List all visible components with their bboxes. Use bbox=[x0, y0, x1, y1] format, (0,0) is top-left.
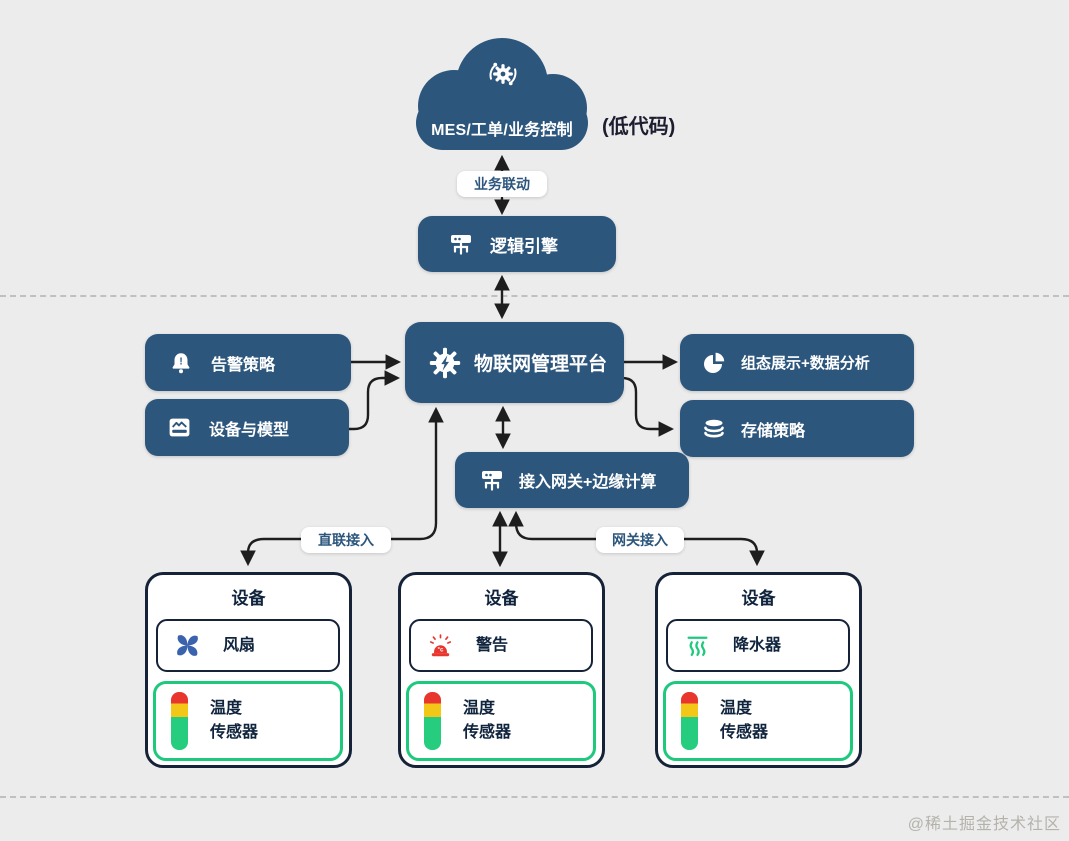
gateway-access-label: 网关接入 bbox=[596, 527, 684, 553]
temp-sensor-icon bbox=[424, 692, 441, 750]
cloud-shape bbox=[416, 38, 588, 150]
watermark: @稀土掘金技术社区 bbox=[907, 816, 1061, 833]
dashboard-analytics-label: 组态展示+数据分析 bbox=[741, 355, 870, 372]
hub-icon bbox=[451, 235, 471, 255]
temp-sensor-label: 温度 传感器 bbox=[463, 700, 512, 741]
access-gateway-label: 接入网关+边缘计算 bbox=[519, 474, 657, 491]
logic-engine-node: 逻辑引擎 bbox=[418, 216, 616, 272]
automation-gear-icon bbox=[489, 62, 517, 86]
device-card-title: 设备 bbox=[231, 589, 266, 608]
temp-sensor-icon bbox=[171, 692, 188, 750]
alarm-label: 警告 bbox=[476, 636, 509, 654]
iot-platform-label: 物联网管理平台 bbox=[474, 354, 608, 375]
temp-sensor-label: 温度 传感器 bbox=[210, 700, 259, 741]
fan-icon bbox=[177, 635, 198, 656]
device-item-alarm: °c 警告 bbox=[409, 619, 593, 672]
gear-icon bbox=[429, 347, 461, 378]
svg-text:!: ! bbox=[179, 356, 182, 367]
temp-sensor-icon bbox=[681, 692, 698, 750]
device-card-title: 设备 bbox=[741, 589, 776, 608]
device-card-2: 设备 °c 警告 温度 传感器 bbox=[398, 572, 605, 768]
business-link-label: 业务联动 bbox=[457, 171, 547, 197]
svg-text:°c: °c bbox=[438, 646, 444, 653]
database-icon bbox=[704, 419, 724, 437]
device-item-temp-sensor: 温度 传感器 bbox=[153, 681, 343, 761]
upper-dashed-divider bbox=[0, 295, 1069, 297]
iot-platform-node: 物联网管理平台 bbox=[405, 322, 624, 403]
hub-icon bbox=[482, 471, 502, 491]
storage-policy-node: 存储策略 bbox=[680, 400, 914, 457]
low-code-note: (低代码) bbox=[602, 116, 676, 138]
device-card-3: 设备 降水器 温度 传感器 bbox=[655, 572, 862, 768]
alert-policy-label: 告警策略 bbox=[211, 356, 276, 374]
device-item-temp-sensor: 温度 传感器 bbox=[406, 681, 596, 761]
direct-access-label: 直联接入 bbox=[301, 527, 391, 553]
lower-dashed-divider bbox=[0, 796, 1069, 798]
temp-sensor-label: 温度 传感器 bbox=[720, 700, 769, 741]
device-card-title: 设备 bbox=[484, 589, 519, 608]
device-item-fan: 风扇 bbox=[156, 619, 340, 672]
sprinkler-label: 降水器 bbox=[733, 636, 782, 654]
dashboard-analytics-node: 组态展示+数据分析 bbox=[680, 334, 914, 391]
device-model-node: 设备与模型 bbox=[145, 399, 349, 456]
access-gateway-node: 接入网关+边缘计算 bbox=[455, 452, 689, 508]
storage-policy-label: 存储策略 bbox=[741, 422, 806, 440]
siren-icon: °c bbox=[429, 634, 452, 657]
steam-icon bbox=[687, 636, 708, 656]
logic-engine-label: 逻辑引擎 bbox=[490, 236, 558, 256]
device-item-sprinkler: 降水器 bbox=[666, 619, 850, 672]
cloud-mes-node: MES/工单/业务控制 bbox=[402, 34, 602, 154]
device-model-label: 设备与模型 bbox=[209, 421, 290, 439]
device-model-icon bbox=[169, 418, 190, 437]
alert-bell-icon: ! bbox=[172, 352, 190, 373]
pie-chart-icon bbox=[704, 352, 725, 373]
device-card-1: 设备 风扇 温度 传感器 bbox=[145, 572, 352, 768]
device-item-temp-sensor: 温度 传感器 bbox=[663, 681, 853, 761]
alert-policy-node: ! 告警策略 bbox=[145, 334, 351, 391]
cloud-label: MES/工单/业务控制 bbox=[431, 122, 573, 139]
fan-label: 风扇 bbox=[223, 636, 256, 654]
